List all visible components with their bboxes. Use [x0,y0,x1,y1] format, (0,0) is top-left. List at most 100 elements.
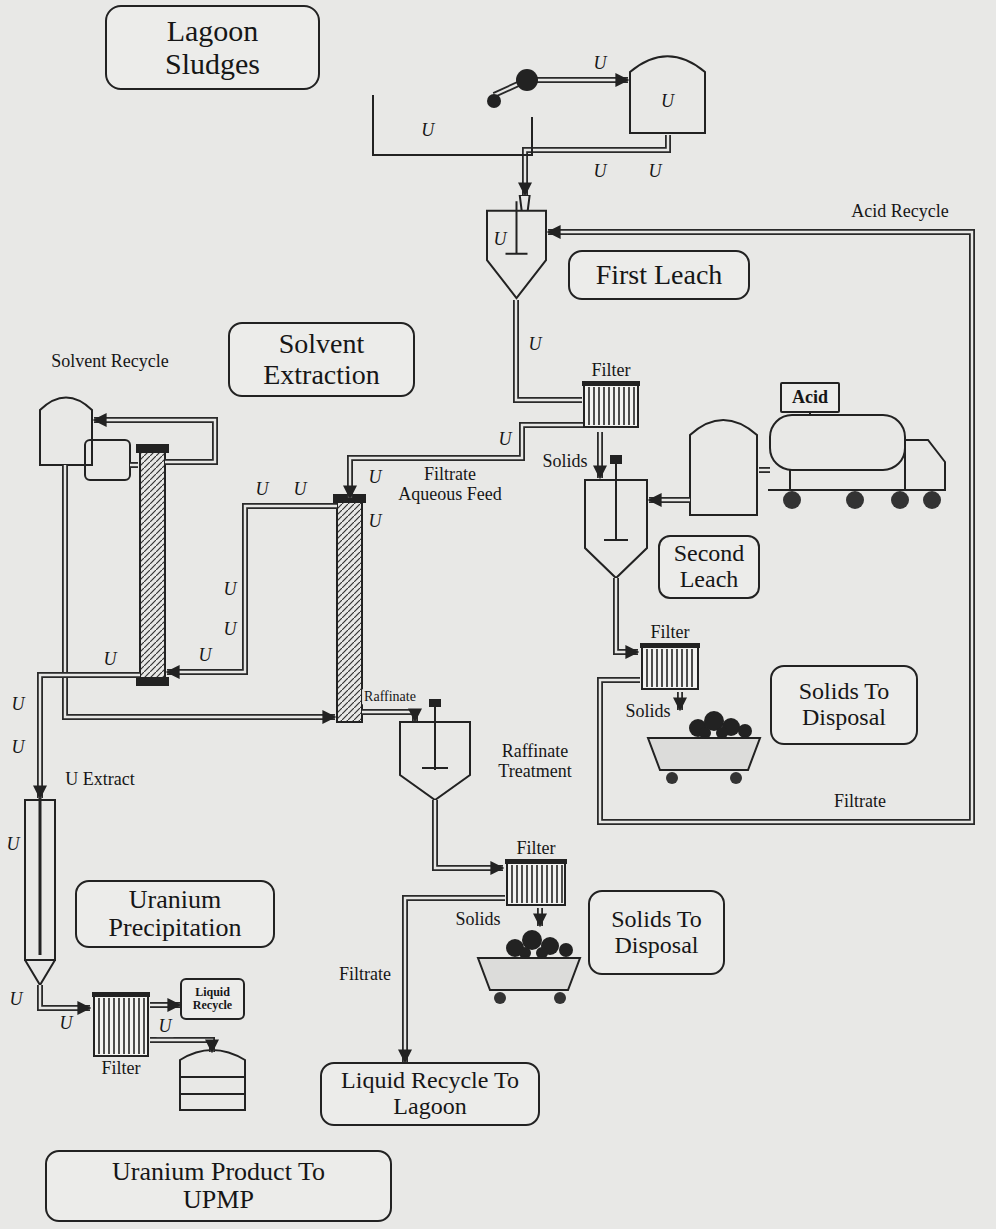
uranium-marker: U [527,335,544,355]
filter-bar [505,859,567,864]
node-label: Acid [792,388,828,407]
pipe [94,420,215,462]
solids-cart [730,772,742,784]
filter-plate [691,649,693,687]
pipe [362,712,415,721]
solids-cart [699,727,711,739]
pipe [435,800,503,868]
uranium-marker: U [647,162,664,182]
acid-truck [923,491,941,509]
pipe-connector [525,135,668,195]
uranium-marker: U [157,1017,174,1037]
solids-cart [494,992,506,1004]
pipe [435,800,503,868]
stream-label: Solids [453,910,502,930]
pipe [150,1040,212,1052]
pipe-connector [494,80,628,95]
label-box: Liquid Recycle To Lagoon [320,1062,540,1126]
uranium-marker: U [102,650,119,670]
stream-label: Raffinate [362,689,418,704]
filter-plate [118,998,120,1054]
filter-plate [511,865,513,903]
solids-cart [559,943,573,957]
pipe [40,675,140,798]
node-label: First Leach [596,260,723,290]
filter-press: Filter [505,838,567,907]
pipe [150,1040,212,1052]
pipe [40,420,770,1052]
edge-label: Filtrate [337,965,393,985]
lagoon-pit: U [370,95,535,158]
strip-tank [85,440,130,480]
second-leach-tank [585,455,647,578]
extraction-column [140,450,165,680]
node-label: U [421,121,434,139]
filter-bar [582,381,640,386]
acid-truck [891,491,909,509]
uranium-marker: U [197,646,214,666]
uranium-marker: U [367,468,384,488]
stream-label: Solids [540,452,589,472]
filter-plate [138,998,140,1054]
filter-plates [505,859,567,907]
pipe [65,465,335,717]
solids-cart [666,772,678,784]
pipe [40,985,90,1008]
node-label: Lagoon Sludges [128,15,298,80]
filter-press: Filter [640,622,700,691]
vessel-outline [373,95,532,155]
precipitation-column [25,785,55,985]
label-box: Second Leach [658,535,760,599]
filter-plate [608,387,610,425]
uranium-marker: U [222,580,239,600]
pipe [537,908,543,926]
uranium-marker: U [367,512,384,532]
node-label: Uranium Precipitation [83,886,267,942]
uranium-marker: U [222,620,239,640]
filter-plate [128,998,130,1054]
uranium-marker: U [10,738,27,758]
raffinate-tank [429,699,441,707]
pipe-wall [516,300,582,400]
filter-plate [598,387,600,425]
filter-plates [582,381,640,429]
precipitation-column [39,785,42,955]
filter-plate [646,649,648,687]
pump [487,69,538,108]
uranium-marker: U [8,990,25,1010]
uranium-marker: U [292,480,309,500]
filter-plate [686,649,688,687]
pipe [597,432,603,478]
acid-truck [783,491,801,509]
node-label: U [661,92,674,110]
pipe-bore [516,300,582,400]
filter-plate [526,865,528,903]
pipe-bore [494,80,628,95]
uranium-marker: U [592,162,609,182]
solids-cart [738,724,752,738]
extraction-column [136,677,169,686]
filter-plate [613,387,615,425]
pipe [40,985,90,1008]
stream-label: Solids [623,702,672,722]
uranium-marker: U [10,695,27,715]
vessel-outline [487,195,546,298]
filter-plate [536,865,538,903]
filter-plate [108,998,110,1054]
filter-plate [656,649,658,687]
edge-label: Acid Recycle [849,202,950,222]
stream-label: Filtrate Aqueous Feed [392,465,508,505]
filter-frame [584,385,638,427]
pipe [130,462,138,468]
solids-cart [716,727,728,739]
acid-truck [770,415,905,470]
pipe [649,497,690,503]
solids-cart [519,947,531,959]
label-box: Liquid Recycle [180,978,245,1020]
filter-plate [676,649,678,687]
filter-plate [551,865,553,903]
leach-tank: U [485,195,548,300]
label-box: Solids To Disposal [588,890,725,975]
